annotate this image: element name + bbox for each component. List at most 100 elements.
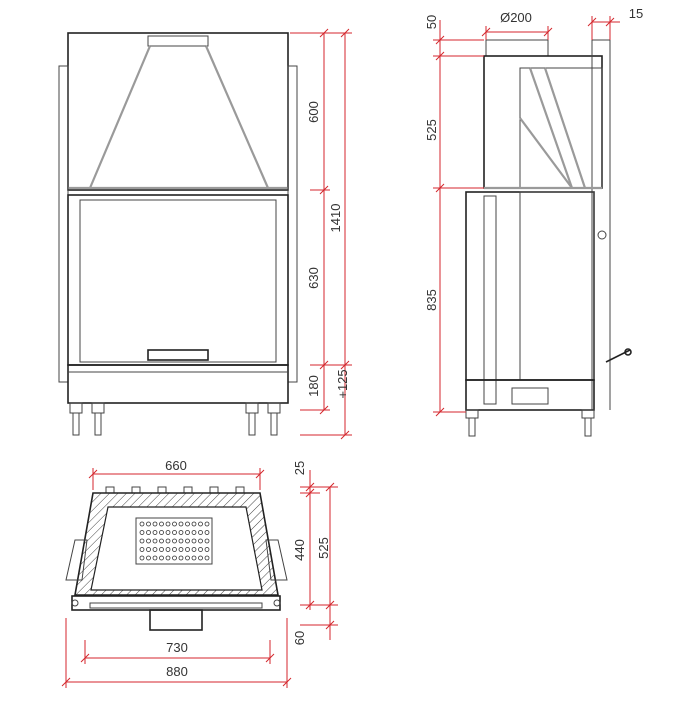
- grate-hole: [165, 530, 171, 535]
- grate-hole: [139, 555, 145, 561]
- dim-rear-offset: 15: [629, 6, 643, 21]
- grate-hole: [159, 521, 164, 527]
- grate-hole: [165, 547, 171, 552]
- grate-hole: [139, 521, 145, 527]
- side-base: [465, 379, 595, 411]
- dim-top-offset: 50: [424, 15, 439, 29]
- dim-front-offset: 25: [292, 461, 307, 475]
- grate-hole: [198, 547, 203, 552]
- front-leg: [248, 412, 256, 436]
- plan-grate-holes: [139, 521, 210, 561]
- grate-hole: [152, 521, 158, 527]
- grate-hole: [198, 530, 203, 535]
- front-leg: [94, 412, 102, 436]
- side-hood-glass-2: [519, 117, 573, 189]
- grate-hole: [204, 530, 210, 535]
- front-glass-door: [79, 199, 277, 363]
- grate-hole: [139, 530, 145, 535]
- grate-hole: [191, 521, 197, 527]
- side-vent: [511, 387, 549, 405]
- grate-hole: [172, 530, 177, 535]
- dim-opening-width: 730: [166, 640, 188, 655]
- grate-hole: [178, 521, 184, 527]
- front-leg: [267, 402, 281, 414]
- grate-hole: [185, 555, 190, 561]
- grate-hole: [204, 521, 210, 527]
- grate-hole: [146, 555, 151, 561]
- side-control-knob: [597, 230, 607, 240]
- dim-total-depth: 525: [316, 537, 331, 559]
- side-hood-glass-3: [543, 67, 587, 189]
- grate-hole: [198, 555, 203, 561]
- front-hood-glass-left: [88, 45, 152, 189]
- grate-hole: [204, 547, 210, 552]
- grate-hole: [139, 538, 145, 544]
- dim-base-height: 180: [306, 375, 321, 397]
- plan-grate: [135, 517, 213, 565]
- dim-hood-height: 600: [306, 101, 321, 123]
- front-flue-collar: [147, 35, 209, 47]
- front-leg: [91, 402, 105, 414]
- grate-hole: [165, 538, 171, 544]
- grate-hole: [185, 547, 190, 552]
- grate-hole: [146, 530, 151, 535]
- dim-total-height: 1410: [328, 204, 343, 233]
- grate-hole: [191, 555, 197, 561]
- side-firebox-inner: [519, 191, 595, 381]
- grate-hole: [178, 538, 184, 544]
- side-firebox-outline: [465, 191, 595, 381]
- grate-hole: [191, 538, 197, 544]
- dim-inner-width: 660: [165, 458, 187, 473]
- grate-hole: [185, 521, 190, 527]
- front-leg: [270, 412, 278, 436]
- plan-wing-left: [65, 539, 88, 581]
- front-leg: [245, 402, 259, 414]
- front-view: 600 1410 630 180 +125: [58, 28, 352, 440]
- grate-hole: [178, 547, 184, 552]
- grate-hole: [146, 521, 151, 527]
- side-view: 50 Ø200 15 525 835: [424, 6, 643, 437]
- grate-hole: [165, 555, 171, 561]
- front-base: [67, 364, 289, 404]
- dim-bottom-offset: 60: [292, 631, 307, 645]
- front-frame-left: [58, 65, 69, 383]
- side-dimension-lines: [433, 16, 620, 417]
- grate-hole: [191, 547, 197, 552]
- front-leg: [69, 402, 83, 414]
- grate-hole: [159, 555, 164, 561]
- side-hood-glass: [528, 67, 574, 189]
- side-hood-inner: [519, 67, 603, 189]
- grate-hole: [159, 530, 164, 535]
- plan-dimension-lines: [61, 468, 338, 688]
- plan-top-studs: [105, 486, 245, 494]
- dim-flue-diameter: Ø200: [500, 10, 532, 25]
- grate-hole: [152, 538, 158, 544]
- side-leg: [584, 417, 592, 437]
- plan-door-handle: [149, 609, 203, 631]
- front-legs: [69, 402, 281, 436]
- dim-leg-adjust: +125: [335, 369, 350, 398]
- dim-opening-height: 630: [306, 267, 321, 289]
- grate-hole: [172, 538, 177, 544]
- grate-hole: [178, 530, 184, 535]
- front-leg: [72, 412, 80, 436]
- front-dimension-lines: [290, 28, 352, 440]
- side-handle: [605, 349, 631, 363]
- front-frame-right: [287, 65, 298, 383]
- grate-hole: [172, 521, 177, 527]
- grate-hole: [146, 547, 151, 552]
- dim-total-width: 880: [166, 664, 188, 679]
- front-hood-outline: [67, 32, 289, 191]
- grate-hole: [152, 530, 158, 535]
- grate-hole: [185, 530, 190, 535]
- grate-hole: [204, 538, 210, 544]
- plan-wing-right: [265, 539, 288, 581]
- grate-hole: [152, 555, 158, 561]
- plan-door-glass: [89, 602, 263, 609]
- dim-inner-depth: 440: [292, 539, 307, 561]
- grate-hole: [159, 538, 164, 544]
- grate-hole: [146, 538, 151, 544]
- side-leg: [465, 409, 479, 419]
- grate-hole: [198, 538, 203, 544]
